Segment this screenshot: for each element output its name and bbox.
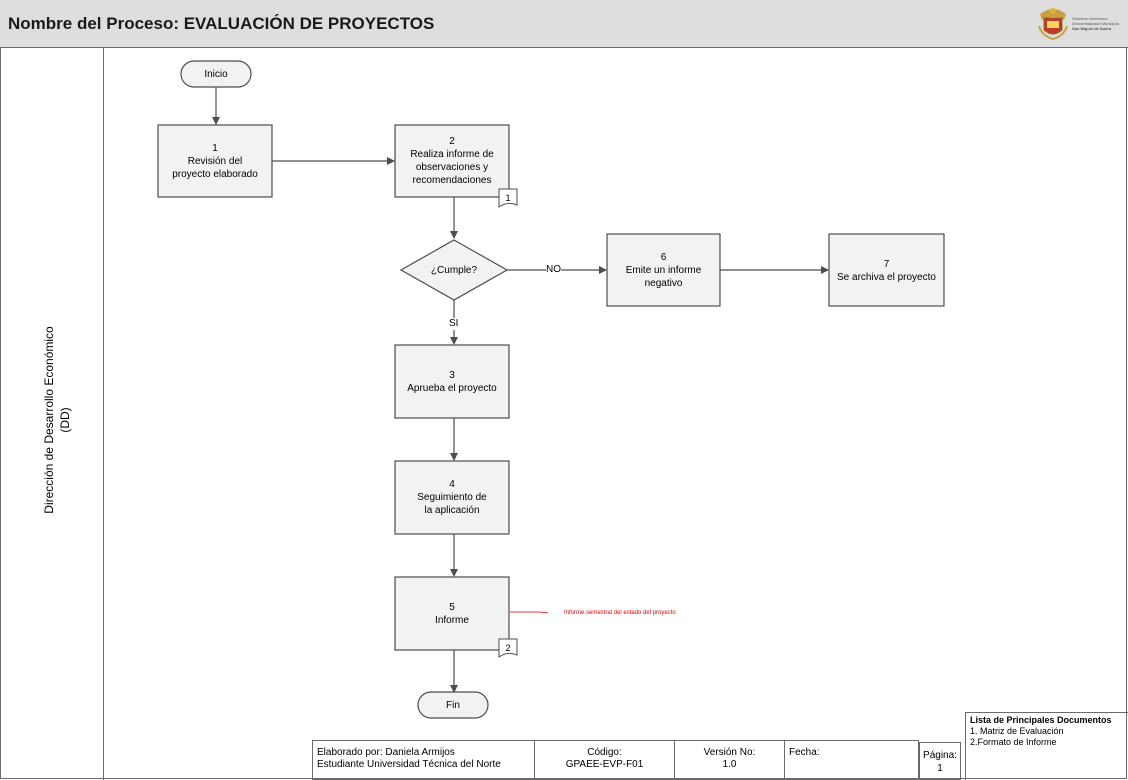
step-6-number: 6 bbox=[660, 252, 667, 263]
step-5-label: Informe bbox=[435, 615, 469, 626]
codigo-label: Código: bbox=[587, 747, 622, 758]
step-7-number: 7 bbox=[883, 259, 890, 270]
step-3-label: Aprueba el proyecto bbox=[407, 383, 497, 394]
start-label: Inicio bbox=[204, 69, 228, 80]
step-3-text: 3 Aprueba el proyecto bbox=[395, 369, 509, 395]
swimlane-header bbox=[0, 48, 104, 780]
logo-text-line: San Miguel de Ibarra bbox=[1072, 26, 1112, 31]
codigo-value: GPAEE-EVP-F01 bbox=[565, 759, 644, 770]
document-item: 2.Formato de Informe bbox=[970, 737, 1057, 747]
decision-label: ¿Cumple? bbox=[430, 265, 478, 276]
step-6-label: Emite un informe negativo bbox=[625, 265, 702, 289]
logo-text-line: Descentralizado Municipal bbox=[1072, 21, 1119, 26]
end-terminator bbox=[417, 691, 489, 719]
version-label: Versión No: bbox=[703, 747, 756, 758]
edge-label-si: SI bbox=[449, 318, 459, 330]
pagina-value: 1 bbox=[937, 763, 943, 774]
footer-version: Versión No: 1.0 bbox=[674, 740, 785, 780]
municipal-logo: Gobierno Autónomo Descentralizado Munici… bbox=[1036, 6, 1128, 42]
process-step-2 bbox=[394, 124, 510, 198]
footer-codigo: Código: GPAEE-EVP-F01 bbox=[534, 740, 675, 780]
logo-text-line: Gobierno Autónomo bbox=[1072, 16, 1108, 21]
footer-pagina: Página: 1 bbox=[919, 742, 961, 780]
process-step-5 bbox=[394, 576, 510, 651]
step-6-text: 6 Emite un informe negativo bbox=[607, 251, 720, 290]
step-4-label: Seguimiento de la aplicación bbox=[417, 492, 487, 516]
doc-ref-2-label: 2 bbox=[505, 643, 511, 653]
step-2-label: Realiza informe de observaciones y recom… bbox=[410, 149, 494, 186]
step-4-number: 4 bbox=[449, 479, 455, 490]
step-5-number: 5 bbox=[449, 602, 455, 613]
fecha-label: Fecha: bbox=[789, 747, 820, 758]
pagina-label: Página: bbox=[923, 750, 957, 761]
version-value: 1.0 bbox=[722, 759, 737, 770]
step-7-label: Se archiva el proyecto bbox=[837, 272, 936, 283]
step-1-number: 1 bbox=[212, 143, 218, 154]
coat-of-arms-icon bbox=[1038, 8, 1068, 40]
step-1-text: 1 Revisión del proyecto elaborado bbox=[158, 142, 272, 181]
edge-label-no: NO bbox=[546, 264, 561, 276]
step-5-text: 5 Informe bbox=[395, 601, 509, 627]
start-terminator bbox=[180, 60, 252, 88]
logo-text: Gobierno Autónomo Descentralizado Munici… bbox=[1072, 16, 1119, 31]
step-2-text: 2 Realiza informe de observaciones y rec… bbox=[395, 135, 509, 187]
process-step-4 bbox=[394, 460, 510, 535]
document-item: 1. Matriz de Evaluación bbox=[970, 726, 1064, 736]
documents-title: Lista de Principales Documentos bbox=[970, 715, 1112, 725]
step-1-label: Revisión del proyecto elaborado bbox=[172, 156, 258, 180]
end-label: Fin bbox=[446, 700, 460, 711]
step-2-number: 2 bbox=[449, 136, 455, 147]
process-step-7 bbox=[828, 233, 945, 307]
document-ref-2-icon bbox=[498, 638, 518, 658]
decision-cumple bbox=[399, 239, 509, 301]
step-7-text: 7 Se archiva el proyecto bbox=[829, 258, 944, 284]
informe-annotation: Informe semestral del estado del proyect… bbox=[564, 610, 676, 616]
footer-fecha: Fecha: bbox=[784, 740, 919, 780]
footer-elaborado: Elaborado por: Daniela Armijos Estudiant… bbox=[312, 740, 535, 780]
process-step-6 bbox=[606, 233, 721, 307]
process-header: Nombre del Proceso: EVALUACIÓN DE PROYEC… bbox=[0, 0, 1128, 48]
elaborado-line2: Estudiante Universidad Técnica del Norte bbox=[317, 759, 501, 770]
process-step-1 bbox=[157, 124, 273, 198]
step-3-number: 3 bbox=[449, 370, 455, 381]
step-4-text: 4 Seguimiento de la aplicación bbox=[395, 478, 509, 517]
elaborado-line1: Elaborado por: Daniela Armijos bbox=[317, 747, 455, 758]
process-title: Nombre del Proceso: EVALUACIÓN DE PROYEC… bbox=[8, 14, 435, 33]
document-ref-1-icon bbox=[498, 188, 518, 208]
documents-list: Lista de Principales Documentos 1. Matri… bbox=[965, 712, 1128, 780]
process-step-3 bbox=[394, 344, 510, 419]
doc-ref-1-label: 1 bbox=[505, 193, 511, 203]
annotation-connector bbox=[510, 611, 549, 614]
